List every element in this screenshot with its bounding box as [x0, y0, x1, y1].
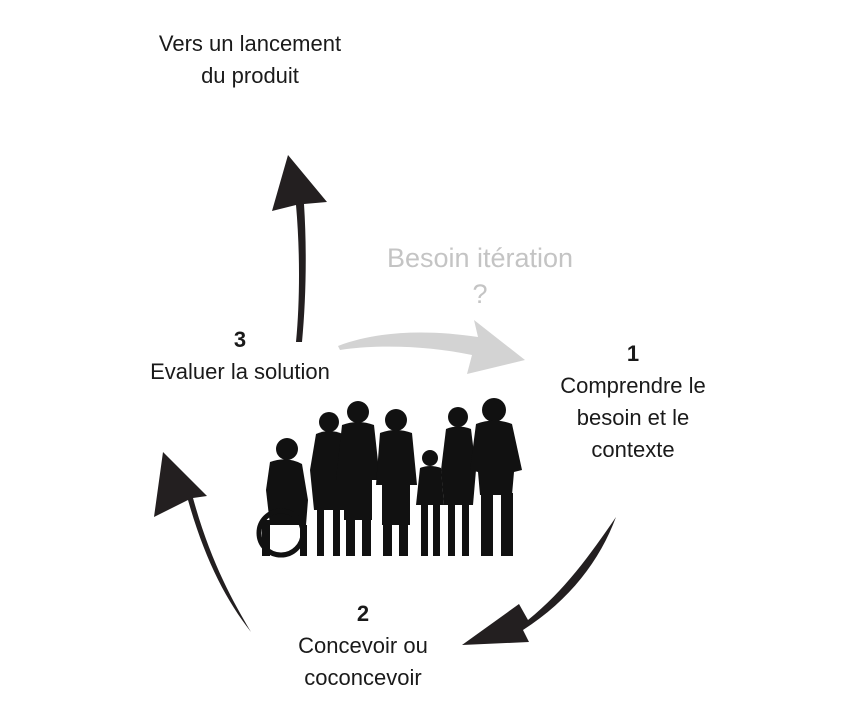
iteration-label: Besoin itération ? — [360, 240, 600, 312]
iteration-label-line2: ? — [472, 279, 488, 309]
launch-arrow — [272, 155, 327, 342]
step-3-line1: Evaluer la solution — [150, 359, 330, 384]
launch-label-line2: du produit — [201, 63, 299, 88]
step-2-number: 2 — [356, 601, 370, 626]
iteration-label-line1: Besoin itération — [386, 243, 574, 273]
step2-to-step3-arrow — [154, 452, 251, 632]
step-2-line2: coconcevoir — [304, 665, 422, 690]
step-1-number: 1 — [626, 341, 640, 366]
step-2: 2 Concevoir ou coconcevoir — [250, 598, 476, 694]
iteration-arrow — [338, 320, 525, 374]
people-silhouettes — [256, 398, 522, 558]
step-1-line2: besoin et le — [576, 405, 690, 430]
step-3: 3 Evaluer la solution — [120, 324, 360, 388]
step-1: 1 Comprendre le besoin et le contexte — [528, 338, 738, 466]
step-1-line3: contexte — [591, 437, 675, 462]
step-2-line1: Concevoir ou — [298, 633, 428, 658]
launch-label: Vers un lancement du produit — [110, 28, 390, 92]
step-3-number: 3 — [233, 327, 247, 352]
step-1-line1: Comprendre le — [560, 373, 706, 398]
launch-label-line1: Vers un lancement — [158, 31, 342, 56]
